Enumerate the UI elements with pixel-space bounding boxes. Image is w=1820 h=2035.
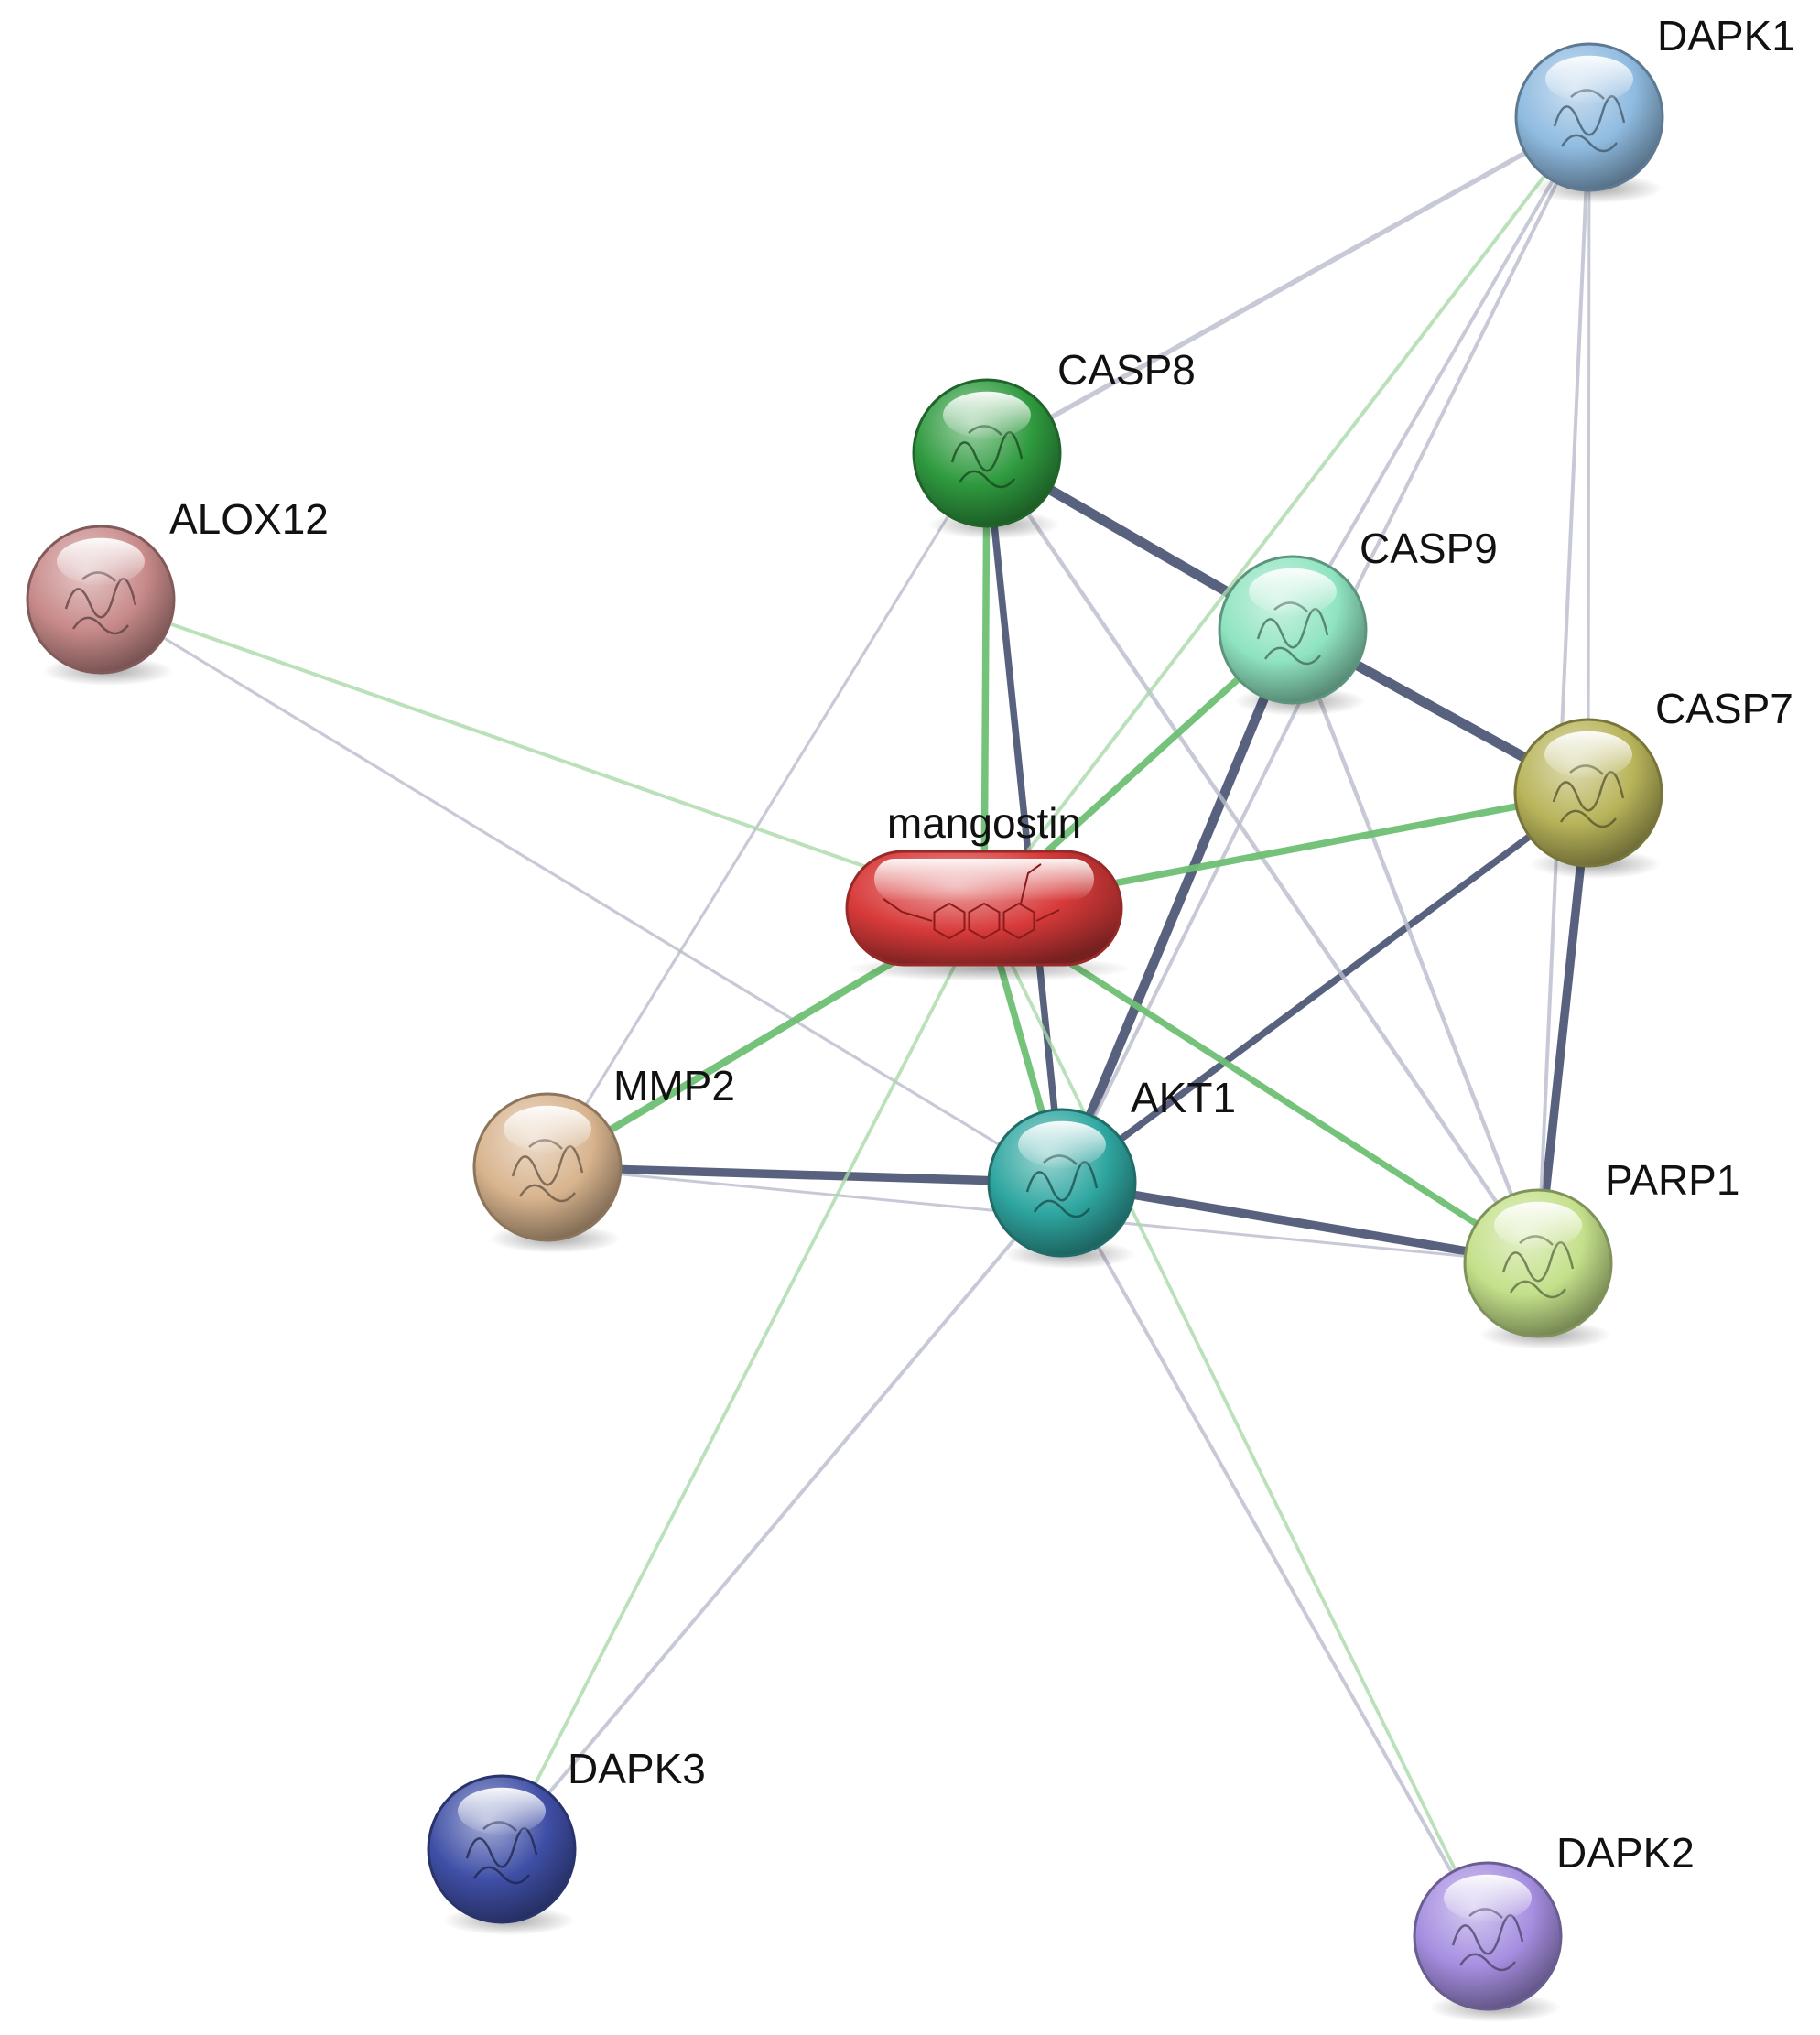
edge-akt1-casp9 xyxy=(1056,624,1298,1188)
edge-layer xyxy=(99,114,1594,1938)
node-label-mangostin: mangostin xyxy=(887,799,1081,847)
edge-akt1-dapk3 xyxy=(500,1181,1064,1851)
edge-mangostin-dapk3 xyxy=(500,906,986,1851)
node-gloss xyxy=(57,537,145,586)
node-dapk1[interactable]: DAPK1 xyxy=(1514,12,1795,203)
node-label-casp9: CASP9 xyxy=(1360,525,1498,572)
edge-dapk1-casp7 xyxy=(1587,115,1591,795)
node-gloss xyxy=(458,1787,546,1835)
node-gloss xyxy=(504,1105,591,1153)
node-gloss xyxy=(943,391,1031,438)
node-akt1[interactable]: AKT1 xyxy=(987,1074,1236,1269)
edge-akt1-casp7 xyxy=(1058,789,1592,1186)
node-gloss xyxy=(1249,568,1337,616)
node-label-dapk3: DAPK3 xyxy=(568,1745,706,1792)
edge-akt1-dapk2 xyxy=(1060,1181,1490,1938)
node-label-dapk2: DAPK2 xyxy=(1556,1829,1695,1877)
node-mmp2[interactable]: MMP2 xyxy=(472,1062,735,1253)
node-dapk3[interactable]: DAPK3 xyxy=(427,1745,706,1935)
edge-akt1-parp1 xyxy=(1057,1178,1543,1268)
node-alox12[interactable]: ALOX12 xyxy=(26,495,329,686)
edge-mangostin-dapk1 xyxy=(982,115,1591,910)
edge-casp8-mmp2 xyxy=(546,451,989,1169)
node-casp9[interactable]: CASP9 xyxy=(1218,525,1498,716)
node-casp8[interactable]: CASP8 xyxy=(912,346,1196,539)
node-parp1[interactable]: PARP1 xyxy=(1463,1156,1739,1349)
node-label-parp1: PARP1 xyxy=(1605,1156,1739,1204)
node-gloss xyxy=(1545,55,1633,103)
node-gloss xyxy=(1544,731,1632,779)
node-label-mmp2: MMP2 xyxy=(613,1062,735,1110)
node-label-casp8: CASP8 xyxy=(1057,346,1196,394)
node-gloss xyxy=(1444,1874,1532,1921)
node-label-alox12: ALOX12 xyxy=(169,495,329,543)
edge-mangostin-alox12 xyxy=(99,598,986,910)
edge-dapk1-parp1 xyxy=(1536,115,1591,1265)
node-gloss xyxy=(1494,1201,1582,1249)
node-gloss xyxy=(874,859,1094,900)
node-label-akt1: AKT1 xyxy=(1131,1074,1236,1121)
node-dapk2[interactable]: DAPK2 xyxy=(1413,1829,1695,2022)
edge-akt1-mmp2 xyxy=(543,1163,1067,1187)
edge-alox12-akt1 xyxy=(99,598,1064,1185)
edge-dapk1-casp9 xyxy=(1291,115,1591,632)
edge-mangostin-dapk2 xyxy=(982,906,1490,1938)
molecule-structure-icon xyxy=(883,863,1060,940)
node-mangostin[interactable]: mangostin xyxy=(845,799,1132,981)
node-label-dapk1: DAPK1 xyxy=(1657,12,1795,60)
edge-casp9-parp1 xyxy=(1290,627,1541,1266)
edge-casp8-akt1 xyxy=(983,449,1066,1186)
node-label-casp7: CASP7 xyxy=(1655,685,1793,732)
edge-casp8-dapk1 xyxy=(984,114,1592,456)
node-gloss xyxy=(1018,1120,1106,1168)
node-casp7[interactable]: CASP7 xyxy=(1513,685,1793,879)
